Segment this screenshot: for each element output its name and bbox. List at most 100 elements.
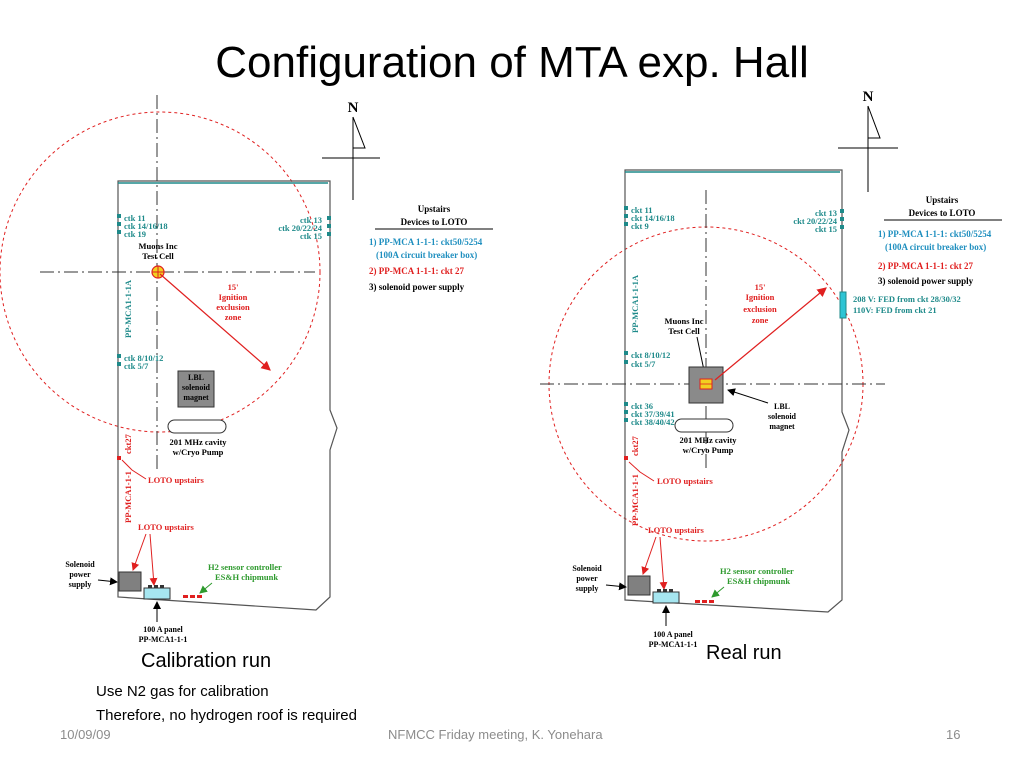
right-ignition-1: Ignition xyxy=(746,292,775,302)
left-ignition-2: exclusion xyxy=(216,302,250,312)
right-loto-2: LOTO upstairs xyxy=(648,525,705,535)
right-cavity-1: w/Cryo Pump xyxy=(683,445,734,455)
left-pp-lower-label: PP-MCA1-1-1 xyxy=(123,471,133,523)
left-pp-upper-label: PP-MCA1-1-1A xyxy=(123,279,133,338)
right-solenoid-supply-box xyxy=(627,575,651,596)
left-upstairs-item-3: 3) solenoid power supply xyxy=(369,282,465,292)
note-line-1: Use N2 gas for calibration xyxy=(96,683,269,700)
left-muons-0: Muons Inc xyxy=(139,241,178,251)
right-ignition-0: 15' xyxy=(755,282,766,292)
right-panel-0: 100 A panel xyxy=(653,630,693,639)
right-lbl-1: solenoid xyxy=(768,412,797,421)
right-solenoid-2: supply xyxy=(576,584,599,593)
left-ctk-tl-0: ctk 11 xyxy=(124,213,146,223)
left-panel-0: 100 A panel xyxy=(143,625,183,634)
right-upstairs-title-0: Upstairs xyxy=(926,195,959,205)
left-ignition-0: 15' xyxy=(228,282,239,292)
right-muons-1: Test Cell xyxy=(668,326,700,336)
right-ctk-tl-0: ckt 11 xyxy=(631,205,653,215)
right-ctk-ll-0: ckt 36 xyxy=(631,401,653,411)
right-ignition-2: exclusion xyxy=(743,304,777,314)
right-loto-1: LOTO upstairs xyxy=(657,476,714,486)
right-lbl-0: LBL xyxy=(774,402,790,411)
left-solenoid-2: supply xyxy=(69,580,92,589)
left-ctk-tl-2: ctk 19 xyxy=(124,229,146,239)
right-ckt27-label: ckt27 xyxy=(630,435,640,456)
right-pp-upper-label: PP-MCA1-1-1A xyxy=(630,274,640,333)
left-lbl-2: magnet xyxy=(183,393,209,402)
right-ctk-tr-2: ckt 15 xyxy=(815,224,837,234)
left-cavity-1: w/Cryo Pump xyxy=(173,447,224,457)
right-ignition-3: zone xyxy=(752,315,769,325)
left-north-arrow: N xyxy=(322,100,380,200)
left-ignition-zone-circle xyxy=(0,111,321,433)
right-cavity-0: 201 MHz cavity xyxy=(679,435,737,445)
left-lbl-magnet xyxy=(177,370,215,408)
right-upstairs-item-3: 3) solenoid power supply xyxy=(878,276,974,286)
left-ctk-ml-1: ctk 5/7 xyxy=(124,361,149,371)
right-h2-0: H2 sensor controller xyxy=(720,566,794,576)
left-ckt27-label: ckt27 xyxy=(123,433,133,454)
right-ctk-tl-1: ckt 14/16/18 xyxy=(631,213,675,223)
right-fed-panel xyxy=(839,291,847,319)
right-north-label: N xyxy=(863,89,874,105)
caption-real-run: Real run xyxy=(706,642,782,664)
right-ctk-tr-1: ckt 20/22/24 xyxy=(793,216,837,226)
left-upstairs-title-0: Upstairs xyxy=(418,204,451,214)
left-panel-1: PP-MCA1-1-1 xyxy=(139,635,188,644)
right-h2-1: ES&H chipmunk xyxy=(727,576,790,586)
right-ctk-ll-1: ckt 37/39/41 xyxy=(631,409,675,419)
right-building-outline xyxy=(624,169,850,613)
right-north-arrow: N xyxy=(838,89,898,192)
footer-date: 10/09/09 xyxy=(60,727,111,742)
left-loto-2: LOTO upstairs xyxy=(138,522,195,532)
right-fed-0: 208 V: FED from ckt 28/30/32 xyxy=(853,294,961,304)
right-pp-lower-label: PP-MCA1-1-1 xyxy=(630,474,640,526)
right-diagram: N ckt 11 ckt 14/16/18 ckt 9 ckt 13 ckt 2… xyxy=(540,89,1002,649)
left-upstairs-title-1: Devices to LOTO xyxy=(401,217,468,227)
left-solenoid-supply-box xyxy=(118,571,142,592)
left-ctk-tr-2: ctk 15 xyxy=(300,231,322,241)
footer-page-number: 16 xyxy=(946,727,961,742)
left-ctk-ml-0: ctk 8/10/12 xyxy=(124,353,163,363)
left-ctk-tl-1: ctk 14/16/18 xyxy=(124,221,168,231)
left-ignition-3: zone xyxy=(225,312,242,322)
footer-center: NFMCC Friday meeting, K. Yonehara xyxy=(388,727,603,742)
right-cavity xyxy=(674,418,734,433)
left-north-label: N xyxy=(348,100,359,116)
left-ctk-tr-1: ctk 20/22/24 xyxy=(278,223,322,233)
note-line-2: Therefore, no hydrogen roof is required xyxy=(96,707,357,724)
right-muons-0: Muons Inc xyxy=(665,316,704,326)
right-upstairs-item-0: 1) PP-MCA 1-1-1: ckt50/5254 xyxy=(878,229,992,239)
left-cavity xyxy=(167,419,227,434)
left-lbl-1: solenoid xyxy=(182,383,211,392)
left-ctk-tr-0: ctk 13 xyxy=(300,215,322,225)
left-building-outline xyxy=(117,180,338,611)
left-muons-1: Test Cell xyxy=(142,251,174,261)
right-ctk-ll-2: ckt 38/40/42 xyxy=(631,417,675,427)
left-loto-1: LOTO upstairs xyxy=(148,475,205,485)
caption-calibration-run: Calibration run xyxy=(141,650,272,672)
left-100a-panel xyxy=(143,587,171,600)
left-ignition-1: Ignition xyxy=(219,292,248,302)
right-solenoid-1: power xyxy=(576,574,598,583)
right-100a-panel xyxy=(652,591,680,604)
right-ctk-ml-1: ckt 5/7 xyxy=(631,359,656,369)
left-upstairs-item-2: 2) PP-MCA 1-1-1: ckt 27 xyxy=(369,266,464,276)
right-upstairs-title-1: Devices to LOTO xyxy=(909,208,976,218)
left-solenoid-0: Solenoid xyxy=(65,560,95,569)
left-diagram: N ctk 11 ctk 14/16/18 ctk 19 ctk 13 ctk … xyxy=(0,95,493,644)
left-cavity-0: 201 MHz cavity xyxy=(169,437,227,447)
right-upstairs-item-2: 2) PP-MCA 1-1-1: ckt 27 xyxy=(878,261,973,271)
right-ctk-ml-0: ckt 8/10/12 xyxy=(631,350,670,360)
slide-title: Configuration of MTA exp. Hall xyxy=(215,38,809,87)
right-fed-1: 110V: FED from ckt 21 xyxy=(853,305,937,315)
left-h2-0: H2 sensor controller xyxy=(208,562,282,572)
right-ctk-tl-2: ckt 9 xyxy=(631,221,649,231)
right-upstairs-item-1: (100A circuit breaker box) xyxy=(885,242,986,252)
left-solenoid-1: power xyxy=(69,570,91,579)
left-lbl-0: LBL xyxy=(188,373,204,382)
right-lbl-2: magnet xyxy=(769,422,795,431)
left-h2-1: ES&H chipmunk xyxy=(215,572,278,582)
